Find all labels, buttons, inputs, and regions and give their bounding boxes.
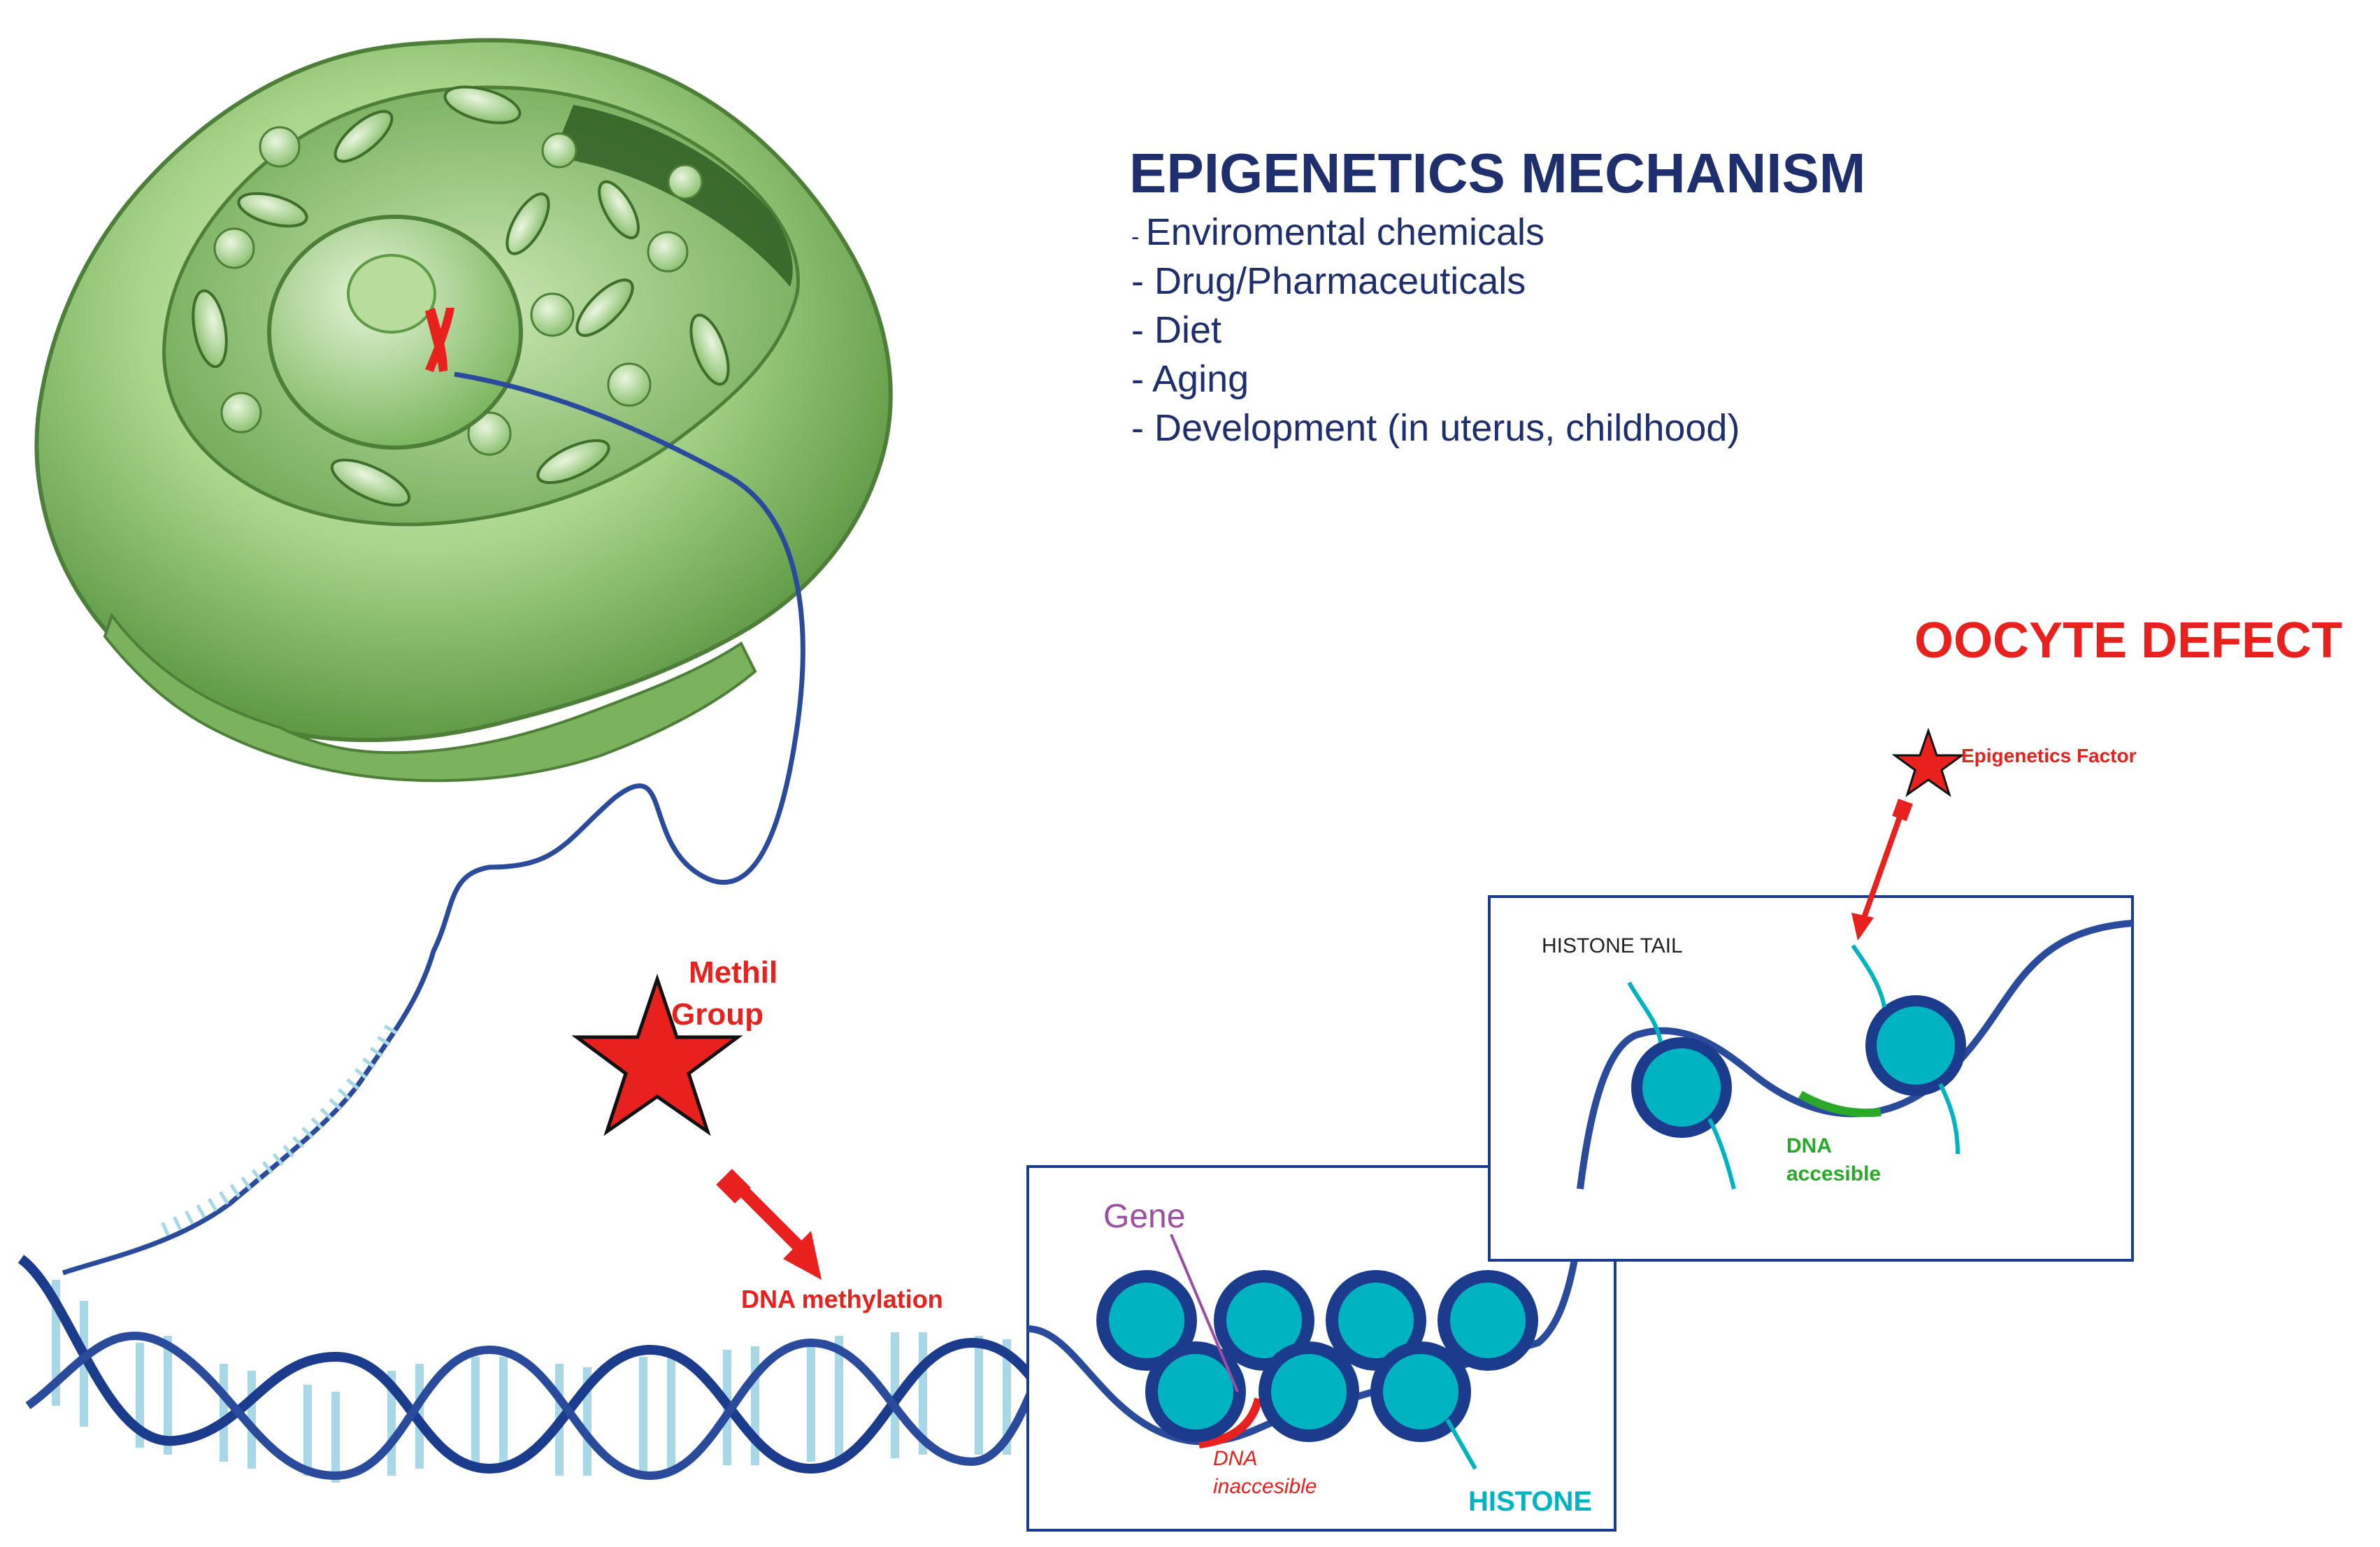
mitochondrion xyxy=(536,439,610,485)
vesicle xyxy=(213,227,255,269)
helix-backbone-2 xyxy=(25,1332,1052,1481)
open-chromatin-dna-strand xyxy=(1577,920,2133,1190)
vesicle xyxy=(667,164,703,200)
histone-tails xyxy=(1627,944,1960,1190)
gene-label: Gene xyxy=(1103,1198,1185,1235)
vesicle xyxy=(541,132,578,169)
helix-rungs xyxy=(52,1280,1011,1483)
mitochondria-group xyxy=(192,85,730,507)
histone xyxy=(1145,1341,1246,1442)
list-item: - Enviromental chemicals xyxy=(1131,211,1544,253)
mitochondrion xyxy=(330,458,411,507)
cell-bottom-rim xyxy=(103,612,757,783)
dna-double-helix xyxy=(17,1255,1053,1483)
oocyte-defect-label: OOCYTE DEFECT xyxy=(1914,613,2342,669)
histone-tail-label: HISTONE TAIL xyxy=(1542,934,1683,957)
dna-thin-strand-rungs xyxy=(158,1025,398,1238)
list-item: - Development (in uterus, childhood) xyxy=(1131,407,1740,449)
mitochondrion xyxy=(334,110,394,163)
dna-inaccesible-label-1: DNA xyxy=(1213,1447,1257,1470)
mitochondrion xyxy=(237,192,308,228)
mechanism-heading: EPIGENETICS MECHANISM - Enviromental che… xyxy=(1129,142,1865,449)
gene-pointer-line xyxy=(1170,1234,1239,1392)
list-item: - Drug/Pharmaceuticals xyxy=(1131,260,1526,302)
list-item: - Aging xyxy=(1131,358,1249,400)
vesicle xyxy=(220,392,262,434)
dna-accesible-label-1: DNA xyxy=(1786,1134,1832,1157)
vesicles-group xyxy=(213,126,703,456)
histone-pointer-line xyxy=(1445,1418,1477,1470)
condensed-chromatin-panel: Gene DNA inaccesible HISTONE xyxy=(1026,1153,1616,1532)
mitochondrion xyxy=(575,278,634,337)
mitochondrion xyxy=(689,313,730,386)
methil-star-icon xyxy=(571,974,743,1136)
dna-accesible-label-2: accesible xyxy=(1786,1162,1881,1185)
histone xyxy=(1865,995,1966,1096)
helix-backbone-1 xyxy=(17,1255,1053,1474)
dna-methylation-label: DNA methylation xyxy=(741,1285,943,1313)
dna-inaccesible-label-2: inaccesible xyxy=(1213,1475,1317,1498)
methil-group-label-2: Group xyxy=(671,997,764,1032)
dna-strand-from-chromosome xyxy=(62,371,805,1276)
histone xyxy=(1631,1037,1732,1138)
page-title: EPIGENETICS MECHANISM xyxy=(1129,142,1865,204)
epigenetics-factor-label: Epigenetics Factor xyxy=(1961,745,2137,767)
vesicle xyxy=(530,292,575,337)
histone xyxy=(1259,1341,1359,1442)
methylation-arrow-icon xyxy=(716,1169,822,1280)
mitochondrion xyxy=(598,180,640,240)
mitochondrion xyxy=(506,192,550,255)
methil-group-label-1: Methil xyxy=(689,955,777,990)
epigenetics-factor: Epigenetics Factor xyxy=(1851,727,2137,941)
cell-cut-edge xyxy=(552,105,793,287)
chromosome-icon xyxy=(425,308,454,372)
mitochondrion xyxy=(443,85,522,124)
mitochondrion xyxy=(192,289,228,369)
histone-label: HISTONE xyxy=(1468,1486,1592,1517)
epigenetics-arrow-icon xyxy=(1851,799,1913,941)
cell-nucleolus xyxy=(347,254,436,334)
vesicle xyxy=(607,362,652,407)
histone-cluster xyxy=(1096,1270,1538,1442)
epigenetics-factor-star-icon xyxy=(1891,727,1965,797)
histone xyxy=(1438,1270,1538,1371)
vesicle xyxy=(259,126,301,168)
list-item: - Diet xyxy=(1131,309,1221,351)
mechanism-list: - Enviromental chemicals - Drug/Pharmace… xyxy=(1131,211,1740,449)
vesicle xyxy=(647,231,689,273)
histone xyxy=(1370,1341,1471,1442)
dna-inaccessible-segment xyxy=(1198,1397,1263,1448)
histone xyxy=(1096,1270,1197,1371)
dna-accessible-segment xyxy=(1798,1090,1881,1118)
vesicle xyxy=(467,411,512,456)
open-chromatin-panel: HISTONE TAIL DNA accesible xyxy=(1488,895,2134,1262)
methil-group: Methil Group DNA methylation xyxy=(571,955,943,1313)
dna-thin-strand xyxy=(62,371,805,1276)
oocyte-cell-illustration xyxy=(34,38,893,783)
